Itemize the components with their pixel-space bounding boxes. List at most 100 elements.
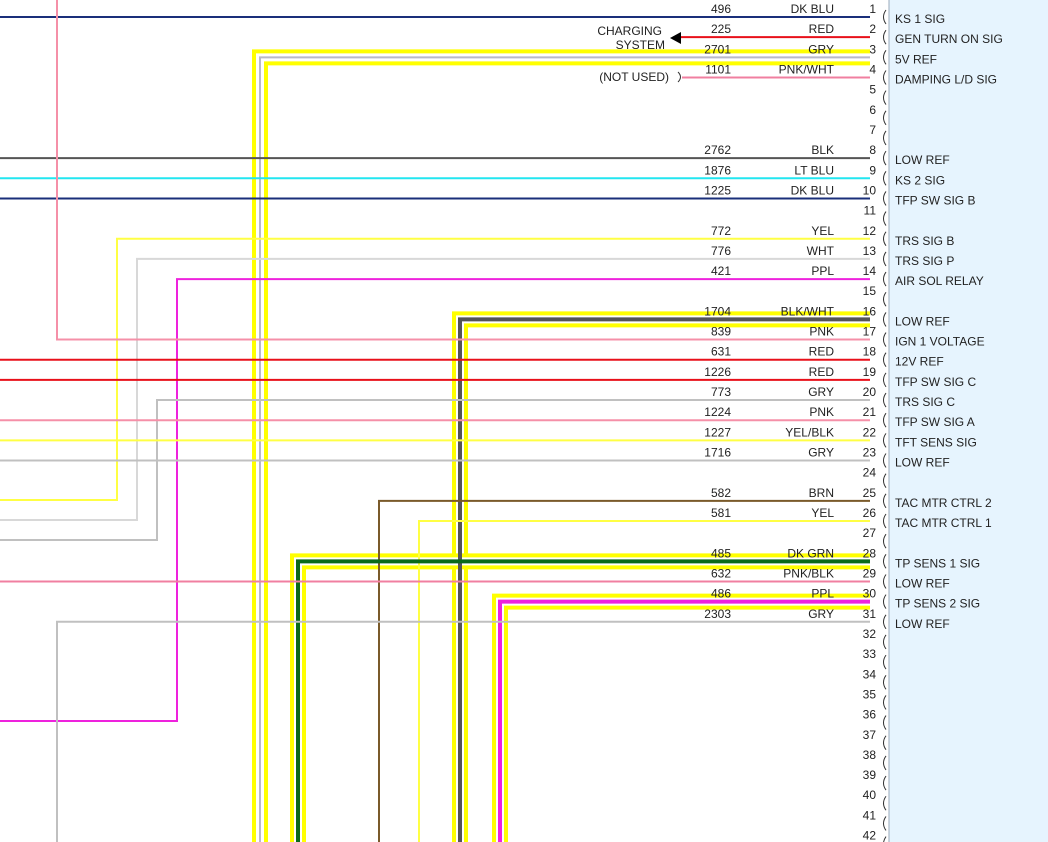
not-used-bracket bbox=[677, 71, 681, 83]
wire-color-label: RED bbox=[809, 345, 835, 359]
pin-42-bracket bbox=[883, 836, 887, 842]
circuit-number: 1716 bbox=[704, 446, 731, 460]
wire-color-label: BLK/WHT bbox=[781, 304, 835, 318]
signal-name: TP SENS 1 SIG bbox=[895, 556, 980, 570]
pin-37-bracket bbox=[883, 735, 887, 751]
circuit-number: 1876 bbox=[704, 163, 731, 177]
circuit-number: 581 bbox=[711, 506, 731, 520]
pin-number: 7 bbox=[869, 123, 876, 137]
circuit-number: 1704 bbox=[704, 304, 731, 318]
not-used-label: (NOT USED) bbox=[599, 70, 669, 84]
pin-number: 3 bbox=[869, 42, 876, 56]
pin-number: 29 bbox=[863, 566, 877, 580]
circuit-number: 776 bbox=[711, 244, 731, 258]
circuit-number: 631 bbox=[711, 345, 731, 359]
pin-number: 4 bbox=[869, 62, 876, 76]
pin-number: 41 bbox=[863, 808, 877, 822]
circuit-number: 485 bbox=[711, 546, 731, 560]
wire-color-label: BRN bbox=[809, 486, 834, 500]
wire-30[interactable] bbox=[498, 599, 870, 842]
pin-16-bracket bbox=[883, 312, 887, 327]
signal-name: TFP SW SIG B bbox=[895, 193, 975, 207]
signal-name: TFP SW SIG C bbox=[895, 375, 976, 389]
pin-number: 21 bbox=[863, 405, 877, 419]
pin-number: 10 bbox=[863, 183, 877, 197]
signal-name: IGN 1 VOLTAGE bbox=[895, 335, 985, 349]
pin-38-bracket bbox=[883, 755, 887, 771]
wire-12[interactable] bbox=[0, 237, 870, 501]
signal-name: LOW REF bbox=[895, 617, 950, 631]
pin-32-bracket bbox=[883, 634, 887, 650]
wire-color-label: GRY bbox=[808, 385, 834, 399]
pin-40-bracket bbox=[883, 795, 887, 811]
wire-13[interactable] bbox=[0, 257, 870, 521]
signal-name: TRS SIG C bbox=[895, 395, 955, 409]
wire-color-label: PNK bbox=[809, 405, 834, 419]
pin-number: 38 bbox=[863, 748, 877, 762]
pin-number: 40 bbox=[863, 788, 877, 802]
pin-number: 6 bbox=[869, 103, 876, 117]
wire-28[interactable] bbox=[296, 559, 870, 842]
pin-34-bracket bbox=[883, 674, 887, 690]
wire-3-highlight bbox=[252, 49, 870, 842]
pin-10-bracket bbox=[883, 191, 887, 206]
wire-31[interactable] bbox=[56, 620, 870, 842]
signal-name: TRS SIG P bbox=[895, 254, 954, 268]
wire-color-label: PNK bbox=[809, 325, 834, 339]
circuit-number: 1226 bbox=[704, 365, 731, 379]
pin-20-bracket bbox=[883, 392, 887, 408]
pin-number: 42 bbox=[863, 829, 877, 842]
circuit-number: 632 bbox=[711, 566, 731, 580]
circuit-number: 2303 bbox=[704, 607, 731, 621]
circuit-number: 839 bbox=[711, 325, 731, 339]
circuit-number: 772 bbox=[711, 224, 731, 238]
wire-14[interactable] bbox=[0, 278, 870, 722]
charging-system-label-line2: SYSTEM bbox=[616, 38, 665, 52]
wire-16[interactable] bbox=[458, 317, 870, 842]
connector-body bbox=[889, 0, 1048, 842]
pin-15-bracket bbox=[883, 291, 887, 307]
pin-23-bracket bbox=[883, 453, 887, 468]
wire-3[interactable] bbox=[259, 56, 870, 842]
wire-color-label: DK BLU bbox=[791, 2, 834, 16]
signal-name: TRS SIG B bbox=[895, 234, 954, 248]
pin-number: 15 bbox=[863, 284, 877, 298]
signal-name: LOW REF bbox=[895, 314, 950, 328]
pin-number: 23 bbox=[863, 446, 877, 460]
signal-name: LOW REF bbox=[895, 456, 950, 470]
pin-18-bracket bbox=[883, 352, 887, 368]
wire-color-label: GRY bbox=[808, 42, 834, 56]
pin-number: 5 bbox=[869, 83, 876, 97]
wire-color-label: RED bbox=[809, 365, 835, 379]
pin-number: 19 bbox=[863, 365, 877, 379]
charging-system-label-line1: CHARGING bbox=[597, 24, 662, 38]
wire-20[interactable] bbox=[0, 399, 870, 541]
signal-name: 5V REF bbox=[895, 52, 937, 66]
wire-25[interactable] bbox=[378, 499, 870, 842]
signal-name: TAC MTR CTRL 2 bbox=[895, 496, 992, 510]
pin-number: 37 bbox=[863, 728, 877, 742]
pin-number: 32 bbox=[863, 627, 877, 641]
pin-36-bracket bbox=[883, 715, 887, 730]
pin-number: 1 bbox=[869, 2, 876, 16]
pin-1-bracket bbox=[883, 9, 887, 25]
wire-color-label: BLK bbox=[811, 143, 834, 157]
pin-31-bracket bbox=[883, 614, 887, 630]
pin-number: 30 bbox=[863, 587, 877, 601]
wire-color-label: GRY bbox=[808, 446, 834, 460]
wire-17[interactable] bbox=[56, 0, 870, 341]
pin-3-bracket bbox=[883, 50, 887, 65]
wire-26[interactable] bbox=[418, 520, 870, 842]
signal-name: AIR SOL RELAY bbox=[895, 274, 984, 288]
circuit-number: 2762 bbox=[704, 143, 731, 157]
pin-12-bracket bbox=[883, 231, 887, 247]
pin-number: 36 bbox=[863, 708, 877, 722]
signal-name: GEN TURN ON SIG bbox=[895, 32, 1003, 46]
pin-35-bracket bbox=[883, 695, 887, 710]
pin-11-bracket bbox=[883, 211, 887, 226]
pin-number: 27 bbox=[863, 526, 877, 540]
circuit-number: 1227 bbox=[704, 425, 731, 439]
signal-name: 12V REF bbox=[895, 355, 944, 369]
pin-30-bracket bbox=[883, 594, 887, 609]
